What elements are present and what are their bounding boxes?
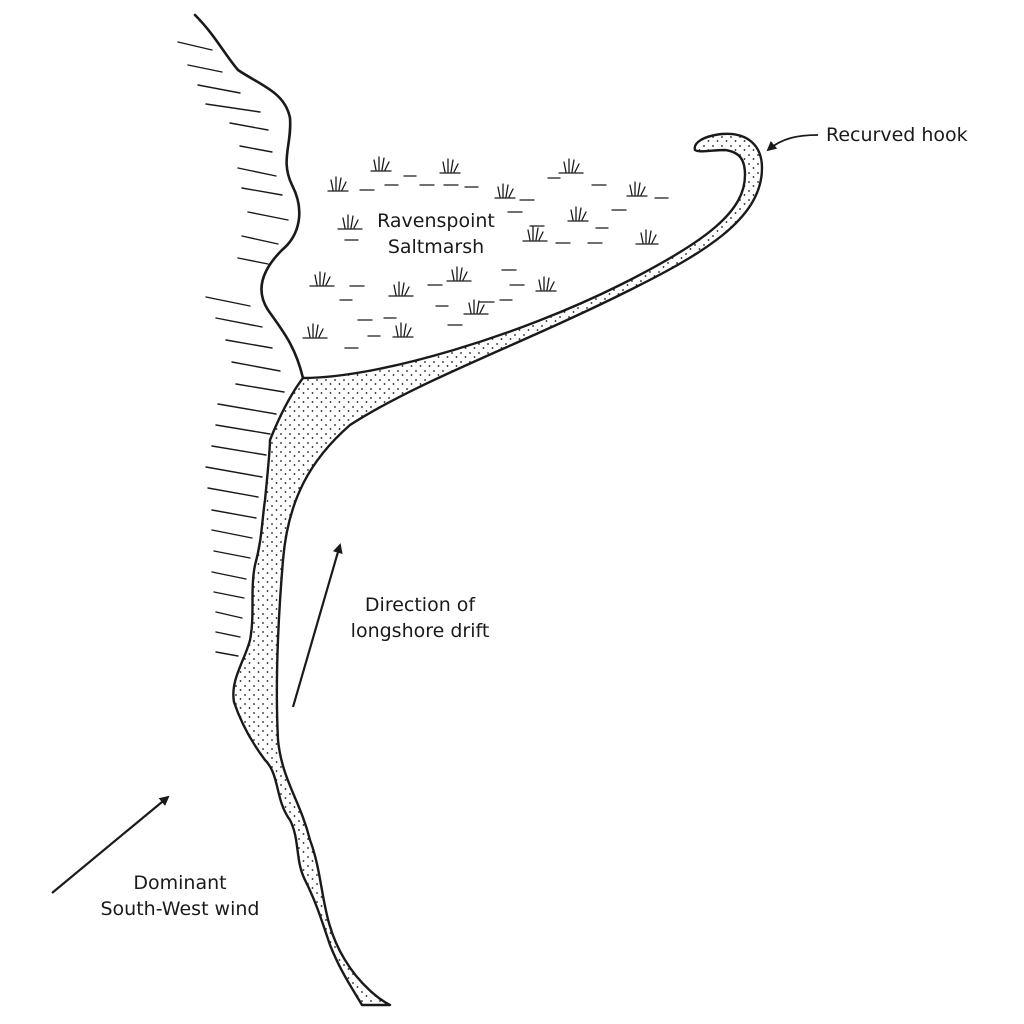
saltmarsh-vegetation [302,156,659,339]
recurved-hook-label: Recurved hook [826,124,968,146]
mainland-coastline [193,13,305,380]
saltmarsh-label-line1: Ravenspoint [377,210,495,232]
saltmarsh-water-marks [339,175,669,349]
saltmarsh-label: Ravenspoint Saltmarsh [366,208,506,260]
hook-label-arrow [766,134,819,152]
longshore-drift-label: Direction of longshore drift [335,592,505,644]
cliff-hatching [177,41,289,657]
longshore-drift-arrow [291,543,343,708]
wind-label-line1: Dominant [133,872,227,894]
wind-direction-arrow [51,795,170,894]
wind-label-line2: South-West wind [100,898,260,920]
longshore-drift-label-line2: longshore drift [350,620,490,642]
spit-with-recurved-hook [232,132,764,1007]
saltmarsh-label-line2: Saltmarsh [387,236,485,258]
wind-label: Dominant South-West wind [85,870,275,922]
longshore-drift-label-line1: Direction of [364,594,476,616]
